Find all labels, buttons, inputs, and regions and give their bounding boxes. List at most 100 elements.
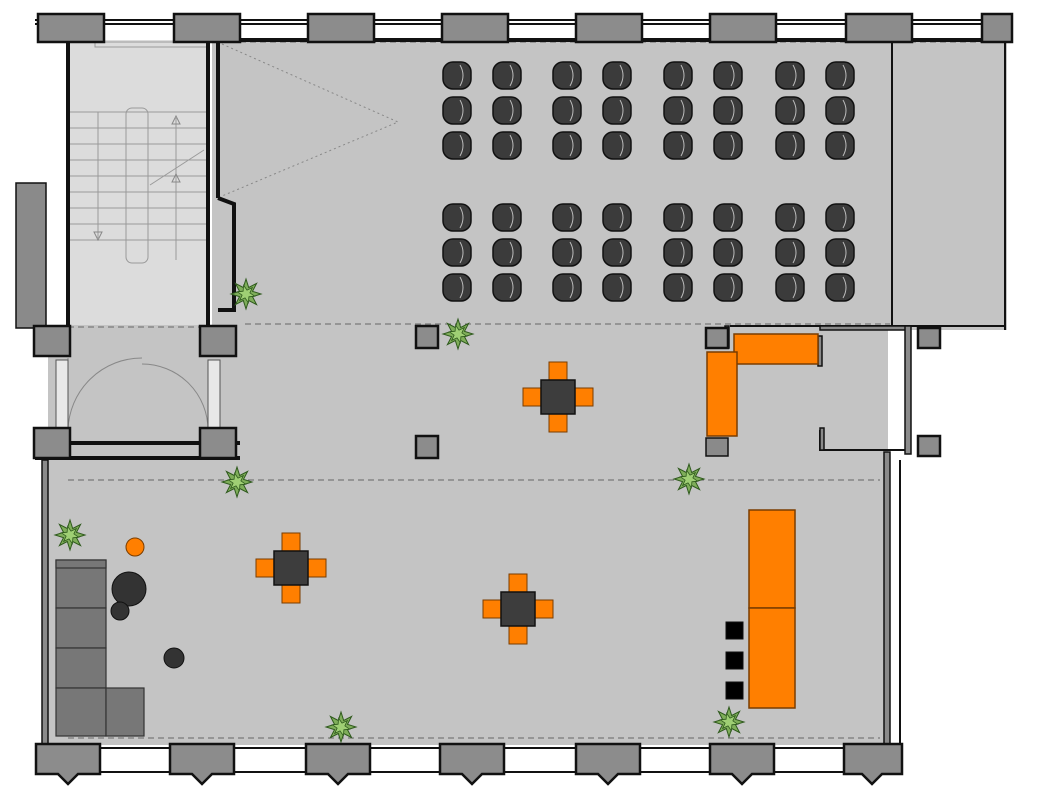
lecture-chair — [602, 238, 632, 267]
lecture-chair — [552, 273, 582, 302]
lecture-chair — [663, 131, 693, 160]
bar-stool — [725, 681, 744, 700]
pillar — [168, 742, 236, 786]
table-chair — [508, 573, 528, 593]
lecture-chair — [663, 61, 693, 90]
table-chair — [281, 584, 301, 604]
lecture-chair — [492, 96, 522, 125]
lecture-chair — [442, 96, 472, 125]
table-top — [500, 591, 536, 627]
table-chair — [548, 361, 568, 381]
lecture-chair — [552, 203, 582, 232]
table-south — [482, 573, 554, 645]
orange-furniture — [125, 333, 819, 709]
lecture-seating — [442, 61, 855, 302]
lecture-chair — [713, 203, 743, 232]
table-chair — [548, 413, 568, 433]
pillar — [306, 12, 376, 44]
lecture-chair — [492, 131, 522, 160]
pillar — [34, 742, 102, 786]
lecture-chair — [602, 203, 632, 232]
lecture-chair — [713, 131, 743, 160]
table-chair — [522, 387, 542, 407]
lecture-chair — [552, 131, 582, 160]
table-north — [522, 361, 594, 433]
lecture-chair — [602, 273, 632, 302]
table-chair — [508, 625, 528, 645]
round-table-small-2 — [163, 647, 185, 669]
table-chair — [307, 558, 327, 578]
lecture-chair — [775, 238, 805, 267]
pillar — [842, 742, 904, 786]
staircase — [70, 41, 208, 264]
square-tables — [255, 361, 594, 645]
plant-icon — [672, 462, 706, 496]
lecture-chair — [442, 131, 472, 160]
lecture-chair — [492, 203, 522, 232]
double-door — [55, 357, 221, 433]
plant-icon — [324, 710, 358, 744]
bar-stool — [725, 621, 744, 640]
lounge-sofa — [55, 559, 145, 737]
lecture-chair — [775, 96, 805, 125]
pillar — [172, 12, 242, 44]
lecture-chair — [442, 203, 472, 232]
plant-icon — [441, 317, 475, 351]
table-top — [273, 550, 309, 586]
plant-icon — [229, 277, 263, 311]
counter-side — [706, 351, 738, 437]
round-tables — [110, 571, 185, 669]
lecture-chair — [713, 96, 743, 125]
lecture-chair — [825, 131, 855, 160]
table-chair — [534, 599, 554, 619]
lecture-chair — [442, 61, 472, 90]
lecture-chair — [825, 273, 855, 302]
pillar — [574, 742, 642, 786]
lecture-chair — [492, 273, 522, 302]
plant-icon — [220, 465, 254, 499]
lecture-chair — [825, 61, 855, 90]
lecture-chair — [442, 238, 472, 267]
pillar — [440, 12, 510, 44]
pillar — [708, 742, 776, 786]
lecture-chair — [552, 96, 582, 125]
lecture-chair — [775, 131, 805, 160]
pillar — [438, 742, 506, 786]
table-chair — [482, 599, 502, 619]
bar-counter-upper — [748, 509, 796, 609]
lecture-chair — [825, 238, 855, 267]
stair-arrow-up-icon-2 — [171, 172, 181, 183]
lecture-chair — [775, 273, 805, 302]
lecture-chair — [713, 238, 743, 267]
table-top — [540, 379, 576, 415]
pillar — [36, 12, 106, 44]
bar-stool — [725, 651, 744, 670]
pillars-north — [36, 12, 1014, 44]
plant-icon — [712, 705, 746, 739]
lecture-chair — [825, 203, 855, 232]
bar-counter-lower — [748, 607, 796, 709]
lecture-chair — [713, 61, 743, 90]
lecture-chair — [663, 96, 693, 125]
table-chair — [255, 558, 275, 578]
pillar — [574, 12, 644, 44]
stair-arrow-up-icon — [171, 114, 181, 125]
pillar — [980, 12, 1014, 44]
lecture-chair — [552, 61, 582, 90]
pillar — [844, 12, 914, 44]
pillars-inner — [32, 324, 942, 460]
lecture-chair — [492, 61, 522, 90]
west-wall-hatch — [15, 182, 47, 329]
pillar — [304, 742, 372, 786]
lecture-chair — [775, 61, 805, 90]
lecture-chair — [663, 203, 693, 232]
stair-arrow-down-icon — [93, 231, 103, 242]
plants — [53, 277, 746, 744]
lecture-chair — [492, 238, 522, 267]
lecture-chair — [713, 273, 743, 302]
round-table-large — [111, 571, 147, 607]
lecture-chair — [602, 61, 632, 90]
lecture-chair — [602, 131, 632, 160]
lecture-chair — [602, 96, 632, 125]
